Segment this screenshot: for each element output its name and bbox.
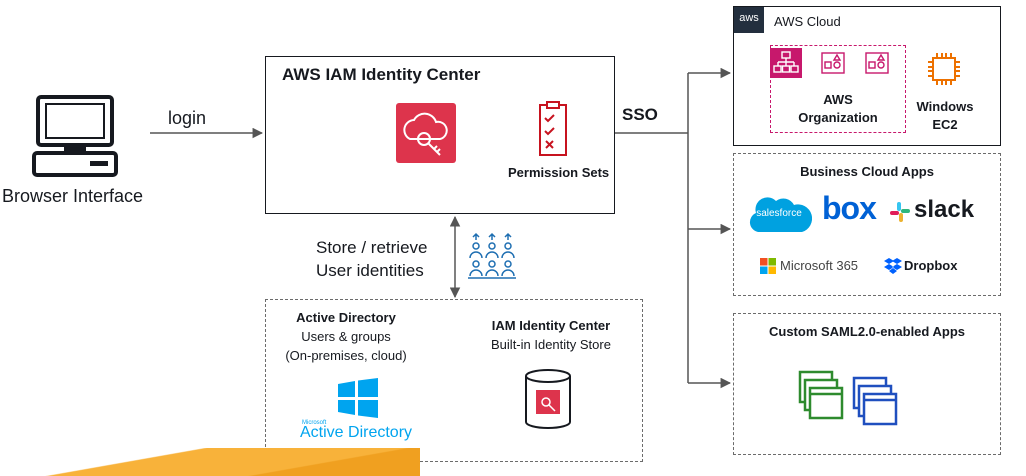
slack-logo-icon xyxy=(890,202,910,222)
saml-apps-box: Custom SAML2.0-enabled Apps xyxy=(733,313,1001,455)
aws-organization-group: AWS Organization xyxy=(770,45,906,133)
dropbox-label: Dropbox xyxy=(904,258,958,273)
aws-badge-text: aws xyxy=(739,12,759,24)
identity-store-title: IAM Identity Center xyxy=(491,318,611,333)
database-icon xyxy=(524,368,572,430)
slack-logo-label: slack xyxy=(914,196,975,223)
box-logo-label: box xyxy=(822,190,877,226)
saml-app-blue-icon xyxy=(852,376,898,428)
saml-app-green-icon xyxy=(798,370,844,422)
salesforce-label: salesforce xyxy=(756,208,802,219)
aws-badge: aws xyxy=(734,7,764,33)
ec2-icon xyxy=(926,51,962,87)
organization-icon xyxy=(770,48,802,78)
account-icon-1 xyxy=(821,52,845,74)
store-label-line1: Store / retrieve xyxy=(316,238,428,257)
active-directory-logo-text: Active Directory xyxy=(300,424,413,441)
bottom-accent-band xyxy=(0,448,420,476)
ec2-line2: EC2 xyxy=(932,117,958,132)
active-directory-line2: (On-premises, cloud) xyxy=(285,348,407,363)
aws-cloud-title: AWS Cloud xyxy=(774,14,841,29)
microsoft-365-label: Microsoft 365 xyxy=(780,258,859,273)
aws-org-line2: Organization xyxy=(798,110,878,125)
saml-apps-title: Custom SAML2.0-enabled Apps xyxy=(769,324,965,339)
permission-sets-label: Permission Sets xyxy=(508,165,610,180)
identity-center-box: AWS IAM Identity Center Permission Sets xyxy=(265,56,615,214)
sso-label: SSO xyxy=(622,105,658,124)
browser-icon xyxy=(32,95,118,177)
account-icon-2 xyxy=(865,52,889,74)
store-label-line2: User identities xyxy=(316,261,424,280)
identity-sources-box: Active Directory Users & groups (On-prem… xyxy=(265,299,643,462)
aws-cloud-box: aws AWS Cloud AWS Organization xyxy=(733,6,1001,146)
salesforce-logo-icon: salesforce xyxy=(746,192,813,236)
browser-label: Browser Interface xyxy=(2,186,144,206)
identity-store-line1: Built-in Identity Store xyxy=(491,337,611,352)
permission-sets-icon xyxy=(538,101,568,157)
ec2-line1: Windows xyxy=(916,99,974,114)
dropbox-logo-icon xyxy=(884,258,902,274)
microsoft-logo-icon xyxy=(760,258,776,274)
identity-center-title: AWS IAM Identity Center xyxy=(282,65,481,84)
business-apps-title: Business Cloud Apps xyxy=(800,164,934,179)
users-group-icon xyxy=(466,232,518,280)
business-apps-box: Business Cloud Apps salesforce box slack… xyxy=(733,153,1001,296)
active-directory-logo-small: Microsoft xyxy=(302,420,327,426)
login-label: login xyxy=(168,108,207,128)
identity-center-icon xyxy=(396,103,456,163)
active-directory-title: Active Directory xyxy=(296,310,396,325)
windows-logo-icon xyxy=(336,378,380,418)
aws-org-line1: AWS xyxy=(823,92,853,107)
active-directory-line1: Users & groups xyxy=(301,329,391,344)
